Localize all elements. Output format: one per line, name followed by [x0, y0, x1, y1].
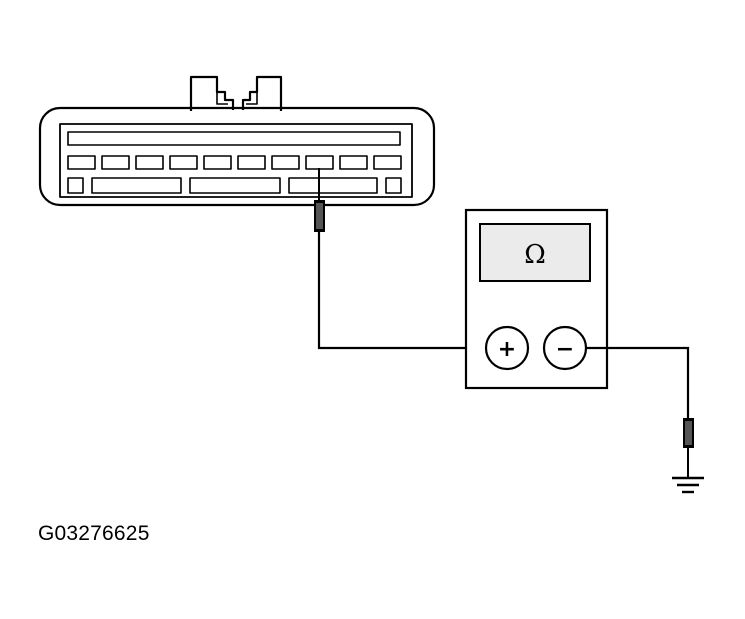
ground-probe-icon [683, 418, 694, 448]
harness-connector-icon [38, 75, 436, 207]
figure-id-label: G03276625 [38, 522, 150, 545]
test-probe-icon [314, 200, 325, 232]
positive-test-lead [314, 168, 486, 350]
negative-terminal-label: − [556, 337, 574, 362]
ground-symbol-icon [672, 476, 704, 494]
ohmmeter-icon: Ω + − [464, 208, 609, 390]
positive-terminal-label: + [498, 337, 516, 362]
positive-terminal: + [484, 325, 530, 371]
negative-test-lead [586, 346, 694, 478]
meter-display [479, 223, 591, 282]
ohm-symbol: Ω [524, 240, 546, 270]
negative-terminal: − [542, 325, 588, 371]
